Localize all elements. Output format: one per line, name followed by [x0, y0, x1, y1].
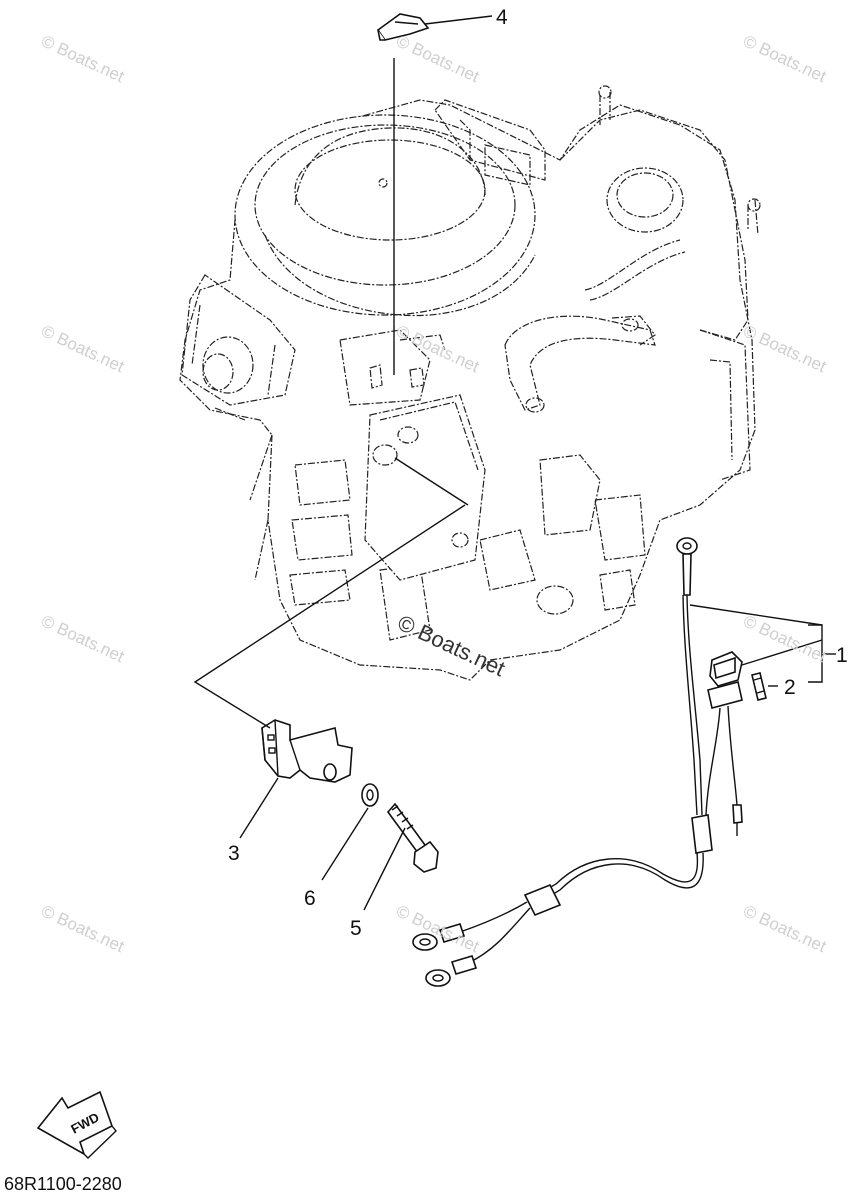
watermark: © Boats.net: [393, 31, 482, 86]
fwd-arrow-icon: FWD: [36, 1090, 117, 1159]
callout-4: 4: [496, 6, 508, 29]
engine-block-outline: [179, 85, 761, 681]
watermark: © Boats.net: [38, 31, 127, 86]
part-4-connector-clip: [376, 13, 493, 375]
watermark: © Boats.net: [38, 321, 127, 376]
part-2-fuse: [751, 672, 778, 701]
callout-5: 5: [350, 917, 362, 940]
watermark: © Boats.net: [38, 901, 127, 956]
diagram-code: 68R1100-2280: [4, 1174, 122, 1194]
watermark-main: © Boats.net: [394, 610, 509, 681]
callout-1: 1: [836, 644, 848, 667]
watermark: © Boats.net: [38, 611, 127, 666]
callout-6: 6: [304, 887, 316, 910]
watermark: © Boats.net: [393, 321, 482, 376]
watermark: © Boats.net: [740, 31, 829, 86]
watermark: © Boats.net: [740, 321, 829, 376]
part-1-wire-harness: [412, 537, 823, 987]
callout-3: 3: [228, 842, 240, 865]
callout-2: 2: [784, 676, 796, 699]
part-6-washer: [321, 783, 379, 881]
part-5-bolt: [363, 802, 439, 911]
part-3-bracket: [193, 457, 469, 839]
watermark: © Boats.net: [740, 901, 829, 956]
